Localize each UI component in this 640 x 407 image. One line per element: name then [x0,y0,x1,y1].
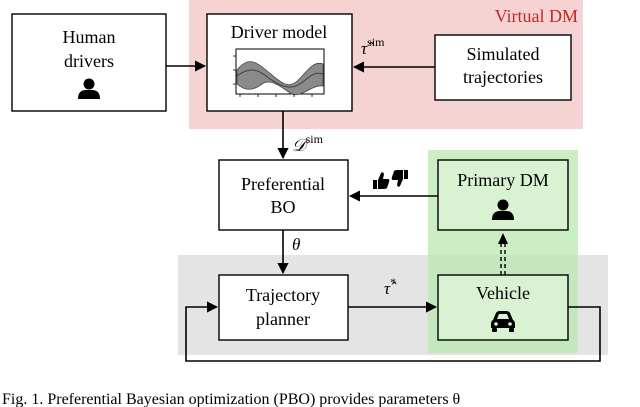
preferential-bo-label-1: Preferential [241,174,325,194]
vehicle-node: Vehicle [437,274,569,341]
person-icon [492,199,514,220]
human-drivers-label-1: Human [63,27,116,47]
simulated-trajectories-node: Simulated trajectories [434,34,572,101]
driver-model-label: Driver model [231,22,327,42]
figure-caption: Fig. 1. Preferential Bayesian optimizati… [2,391,460,407]
human-drivers-node: Human drivers [11,13,167,112]
person-icon [78,78,100,99]
edge-vehicle-to-primary-dashed [498,233,508,275]
primary-dm-node: Primary DM [437,159,569,231]
trajectory-planner-label-1: Trajectory [246,285,320,305]
edge-label-d-sim: 𝒟sim [292,132,324,155]
preferential-bo-node: Preferential BO [218,159,349,231]
trajectory-plot-icon [233,48,325,97]
trajectory-planner-node: Trajectory planner [218,274,349,341]
virtual-dm-label: Virtual DM [495,6,578,26]
human-drivers-label-2: drivers [64,51,114,71]
vehicle-label: Vehicle [476,283,530,303]
thumbs-up-down-icon [373,170,408,189]
driver-model-node: Driver model [206,13,353,112]
primary-dm-label: Primary DM [457,170,549,190]
simulated-trajectories-label-1: Simulated [467,44,540,64]
trajectory-planner-label-2: planner [256,309,310,329]
edge-label-theta: θ [292,235,300,254]
preferential-bo-label-2: BO [270,197,295,217]
edge-feedback-loop [185,301,601,362]
simulated-trajectories-label-2: trajectories [463,67,543,87]
car-icon [491,311,515,332]
